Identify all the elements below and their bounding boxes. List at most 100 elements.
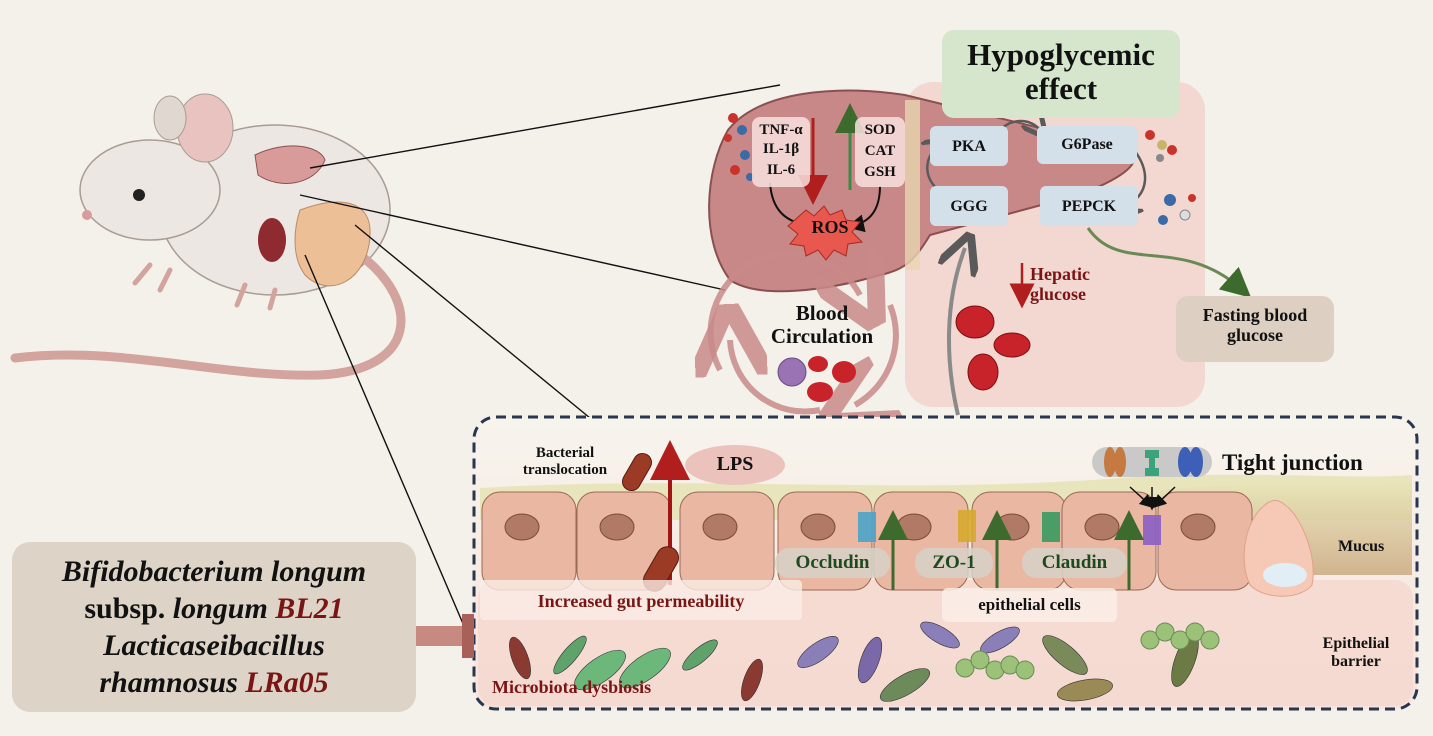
node-ggg xyxy=(930,186,1008,226)
epithelial-barrier-label: Epithelial barrier xyxy=(1322,635,1390,670)
bacterium xyxy=(857,636,883,684)
inhibition-connector xyxy=(412,626,467,646)
pepck-fbg-arrow xyxy=(1086,227,1252,298)
cell-nucleus xyxy=(599,513,635,541)
page-title: Hypoglycemic effect xyxy=(967,37,1155,107)
antioxidant-sod: SOD xyxy=(864,122,896,138)
goblet-mucin xyxy=(1263,563,1307,587)
cell-nucleus xyxy=(1084,513,1120,541)
cytokine-il1b: IL-1β xyxy=(762,141,800,157)
coccus-bacterium xyxy=(1140,630,1160,650)
cell-nucleus xyxy=(702,513,738,541)
ros-label: ROS xyxy=(811,217,849,237)
bacterium xyxy=(1057,678,1113,702)
permeability-banner xyxy=(480,580,802,620)
cell-nucleus xyxy=(896,513,932,541)
claudin-protein-icon xyxy=(1042,512,1060,542)
inhibition-bar xyxy=(462,614,474,658)
bacterium xyxy=(574,649,626,691)
bacterium xyxy=(879,668,931,702)
bacterium xyxy=(920,621,960,649)
epithelial-cell xyxy=(1157,491,1253,591)
occludin-pill xyxy=(775,548,890,578)
zo1-protein-icon xyxy=(1145,450,1159,476)
tight-junction-label: Tight junction xyxy=(1222,450,1363,475)
blood-cells-circulation xyxy=(777,356,856,402)
coccus-bacterium xyxy=(955,658,975,678)
strain-lra05: LRa05 xyxy=(245,666,329,699)
cytokine-box xyxy=(752,117,810,187)
zo1-junction-icon xyxy=(958,510,976,542)
subsp-prefix: subsp. xyxy=(84,592,166,625)
bacterium xyxy=(682,639,718,671)
node-g6pase xyxy=(1037,126,1137,164)
coccus-bacterium xyxy=(1185,622,1205,642)
epithelial-cells-banner xyxy=(942,588,1117,622)
ros-burst-icon xyxy=(787,205,864,261)
bacterial-translocation-label: Bacterial translocation xyxy=(522,445,608,478)
gut-bacteria xyxy=(509,621,1220,702)
node-pepck-label: PEPCK xyxy=(1061,198,1117,215)
leader-lines xyxy=(299,84,781,641)
coccus-bacterium xyxy=(1200,630,1220,650)
claudin-label: Claudin xyxy=(1041,552,1108,573)
bacterium-translocating xyxy=(622,452,652,492)
tight-junction-protein-icon xyxy=(1143,515,1161,545)
blood-circulation-label: Blood Circulation xyxy=(770,301,874,349)
zo1-label: ZO-1 xyxy=(932,552,976,573)
hepatic-glucose-label: Hepatic glucose xyxy=(1030,264,1090,304)
coccus-bacterium xyxy=(1170,630,1190,650)
antioxidant-box xyxy=(855,117,905,187)
occludin-label: Occludin xyxy=(795,552,870,573)
occludin-protein-icon xyxy=(858,512,876,542)
gut-liver-arrow xyxy=(949,248,965,416)
coccus-bacterium xyxy=(1015,660,1035,680)
zo1-pill xyxy=(915,548,993,578)
fasting-glucose-box xyxy=(1176,296,1334,362)
coccus-bacterium xyxy=(1155,622,1175,642)
coccus-bacterium xyxy=(970,650,990,670)
cytokine-tnf: TNF-α xyxy=(759,122,803,138)
epithelial-cells-label: epithelial cells xyxy=(978,595,1081,614)
blood-cells-hepatic xyxy=(955,305,1031,391)
node-pepck xyxy=(1040,186,1138,226)
gallbladder-band xyxy=(905,100,920,270)
lps-label: LPS xyxy=(716,453,754,475)
circulation-arrow-right xyxy=(855,303,896,405)
node-pka xyxy=(930,126,1008,166)
antioxidant-gsh: GSH xyxy=(864,164,896,180)
epithelial-cell xyxy=(679,491,775,591)
title-box xyxy=(942,30,1180,118)
lps-bubble xyxy=(685,445,785,485)
cytokine-il6: IL-6 xyxy=(766,162,796,178)
microbiota-dysbiosis-label: Microbiota dysbiosis xyxy=(492,677,652,697)
mucus-label: Mucus xyxy=(1338,538,1385,555)
increased-permeability-label: Increased gut permeability xyxy=(537,591,745,611)
bacterium xyxy=(509,636,531,680)
node-g6pase-label: G6Pase xyxy=(1061,136,1113,153)
probiotic-line1: Bifidobacterium longum xyxy=(61,555,367,588)
probiotic-box xyxy=(12,542,416,712)
cell-nucleus xyxy=(800,513,836,541)
bacterium xyxy=(741,658,763,702)
probiotic-line2: subsp. longum BL21 xyxy=(12,592,416,625)
node-pka-label: PKA xyxy=(952,138,986,155)
subsp-species: longum xyxy=(172,592,268,625)
bacterium xyxy=(619,647,671,689)
bacterium xyxy=(1042,635,1088,675)
cell-nucleus xyxy=(504,513,540,541)
antioxidant-cat: CAT xyxy=(864,143,896,159)
mouse-illustration xyxy=(10,93,406,380)
fasting-glucose-label: Fasting blood glucose xyxy=(1202,305,1308,345)
claudin-pill xyxy=(1022,548,1127,578)
cell-nucleus xyxy=(1180,513,1216,541)
circulation-arrow-left xyxy=(730,340,821,415)
epithelial-cell xyxy=(481,491,577,591)
cell-nucleus xyxy=(994,513,1030,541)
node-ggg-label: GGG xyxy=(950,198,988,215)
probiotic-line3: Lacticaseibacillus xyxy=(103,629,325,662)
probiotic-line4: rhamnosus LRa05 xyxy=(12,666,416,699)
rhamnosus-species: rhamnosus xyxy=(99,666,238,699)
bacterium xyxy=(553,635,587,675)
